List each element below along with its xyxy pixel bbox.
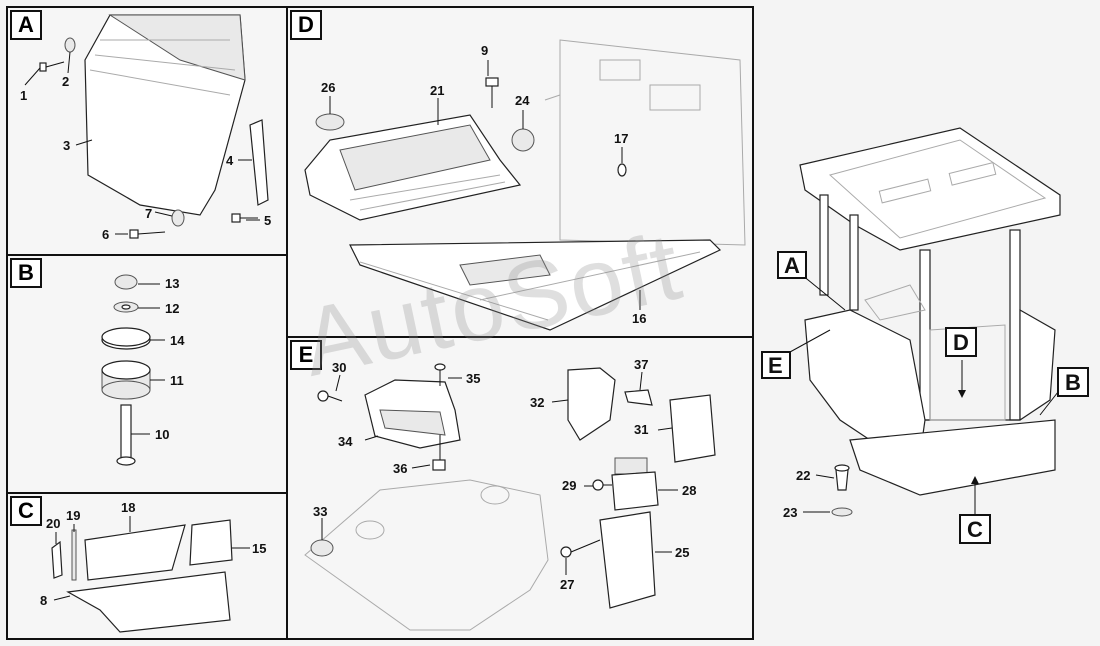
part-number: 4	[226, 153, 234, 168]
overview-callout: A	[784, 253, 800, 278]
part-number: 24	[515, 93, 530, 108]
panel-e-drawing	[304, 363, 716, 631]
part-number: 16	[632, 311, 646, 326]
part-number: 30	[332, 360, 346, 375]
part-number: 8	[40, 593, 47, 608]
panel-c-label: C	[10, 496, 42, 526]
panel-a-label: A	[10, 10, 42, 40]
part-number: 33	[313, 504, 327, 519]
panel-d-label: D	[290, 10, 322, 40]
panel-e: E	[286, 336, 754, 640]
part-number: 9	[481, 43, 488, 58]
panel-b-label: B	[10, 258, 42, 288]
part-number: 31	[634, 422, 648, 437]
panel-d-part-numbers: 9 26 21 24 17 16	[321, 43, 646, 326]
part-number: 2	[62, 74, 69, 89]
part-number: 35	[466, 371, 480, 386]
part-number: 18	[121, 500, 135, 515]
part-number: 10	[155, 427, 169, 442]
overview-callout: C	[967, 517, 983, 542]
part-number: 22	[796, 468, 810, 483]
part-number: 36	[393, 461, 407, 476]
part-number: 20	[46, 516, 60, 531]
part-number: 32	[530, 395, 544, 410]
part-number: 12	[165, 301, 179, 316]
part-number: 3	[63, 138, 70, 153]
part-number: 5	[264, 213, 271, 228]
part-number: 34	[338, 434, 353, 449]
part-number: 14	[170, 333, 185, 348]
panel-c-drawing	[51, 516, 250, 633]
panel-a-part-numbers: 1 2 3 4 5 6 7	[20, 74, 271, 242]
overview-part-numbers: 22 23	[783, 468, 810, 520]
part-number: 37	[634, 357, 648, 372]
part-number: 15	[252, 541, 266, 556]
part-number: 7	[145, 206, 152, 221]
part-number: 26	[321, 80, 335, 95]
part-number: 28	[682, 483, 696, 498]
part-number: 19	[66, 508, 80, 523]
panel-d-drawing	[304, 39, 746, 331]
part-number: 1	[20, 88, 27, 103]
part-number: 25	[675, 545, 689, 560]
part-number: 21	[430, 83, 444, 98]
panel-b-part-numbers: 13 12 14 11 10	[155, 276, 185, 442]
panel-a-drawing	[24, 14, 269, 239]
overview-callouts: A E D B C	[761, 251, 1089, 544]
part-number: 13	[165, 276, 179, 291]
part-number: 29	[562, 478, 576, 493]
overview-callout: E	[768, 353, 783, 378]
panel-e-label: E	[290, 340, 322, 370]
overview-cab-drawing	[789, 127, 1061, 517]
overview-callout: B	[1065, 370, 1081, 395]
part-number: 27	[560, 577, 574, 592]
panel-e-part-numbers: 30 35 37 32 34 31 36 29 28 33 25 27	[313, 357, 696, 592]
part-number: 23	[783, 505, 797, 520]
part-number: 11	[170, 373, 184, 388]
panel-b-drawing	[101, 274, 165, 466]
part-number: 6	[102, 227, 109, 242]
part-number: 17	[614, 131, 628, 146]
panel-c-part-numbers: 20 19 18 15 8	[40, 500, 266, 608]
overview-callout: D	[953, 330, 969, 355]
